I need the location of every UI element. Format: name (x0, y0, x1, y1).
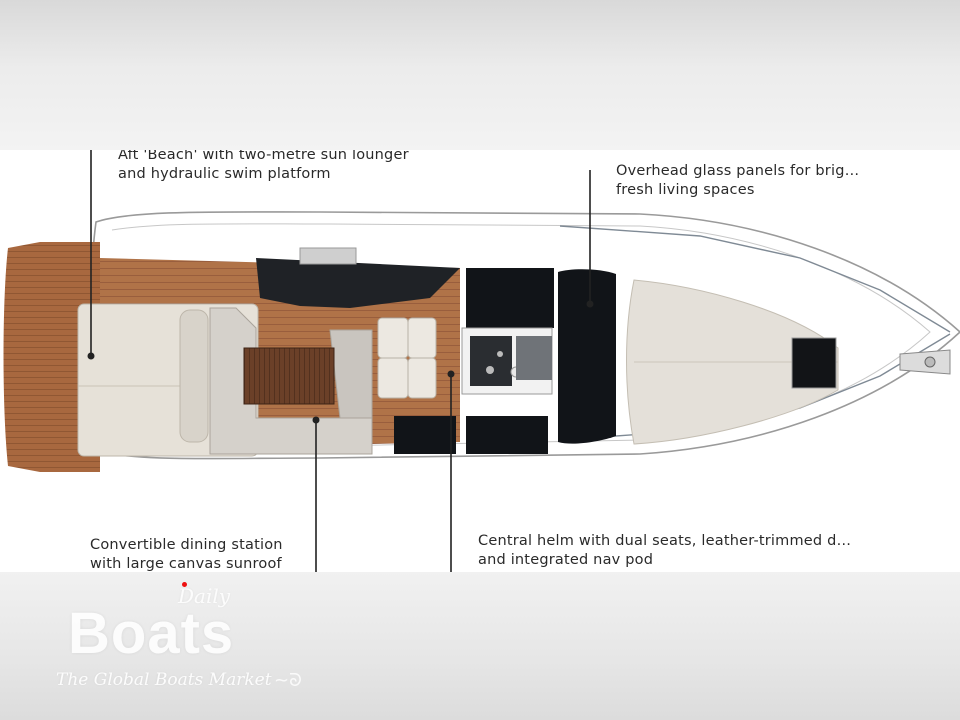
callout-dining-line2: with large canvas sunroof (90, 556, 282, 572)
seat-back-left (377, 357, 409, 399)
glass-panel-left (394, 416, 456, 454)
seat-back-right (407, 357, 437, 399)
dining-table (243, 347, 335, 405)
callout-helm-line2: and integrated nav pod (478, 552, 654, 568)
swim-platform (3, 242, 100, 472)
wet-bar (256, 258, 460, 308)
helm-glass-top (466, 268, 554, 328)
rail-top (559, 225, 951, 333)
callout-overhead-line2: fresh living spaces (616, 182, 755, 198)
callout-overhead-line1: Overhead glass panels for brig… (616, 163, 860, 179)
glass-panel-large (558, 269, 616, 444)
forward-hatch (791, 337, 837, 389)
bottom-blurred-band (0, 572, 960, 720)
callout-helm-line1: Central helm with dual seats, leather-tr… (478, 533, 852, 549)
top-blurred-band (0, 0, 960, 150)
helm-panel-gray (516, 336, 552, 380)
deck-plan-panel: Aft 'Beach' with two-metre sun lounger a… (0, 150, 960, 572)
callout-aft-line2: and hydraulic swim platform (118, 166, 331, 182)
glass-panel-right (466, 416, 548, 454)
seat-front-left (377, 317, 409, 359)
callout-central-helm: Central helm with dual seats, leather-tr… (478, 532, 851, 570)
callout-dining-line1: Convertible dining station (90, 537, 283, 553)
callout-overhead-glass: Overhead glass panels for brig… fresh li… (616, 162, 859, 200)
lounger-backrest (179, 309, 209, 443)
seat-front-right (407, 317, 437, 359)
callout-dining-station: Convertible dining station with large ca… (90, 536, 283, 572)
galley-box (299, 247, 357, 265)
callout-aft-line1: Aft 'Beach' with two-metre sun lounger (118, 150, 409, 163)
helm-dash (470, 336, 512, 386)
deck-plan-drawing (3, 150, 960, 572)
sofa-rear (329, 329, 373, 419)
callout-aft-beach: Aft 'Beach' with two-metre sun lounger a… (118, 150, 409, 184)
